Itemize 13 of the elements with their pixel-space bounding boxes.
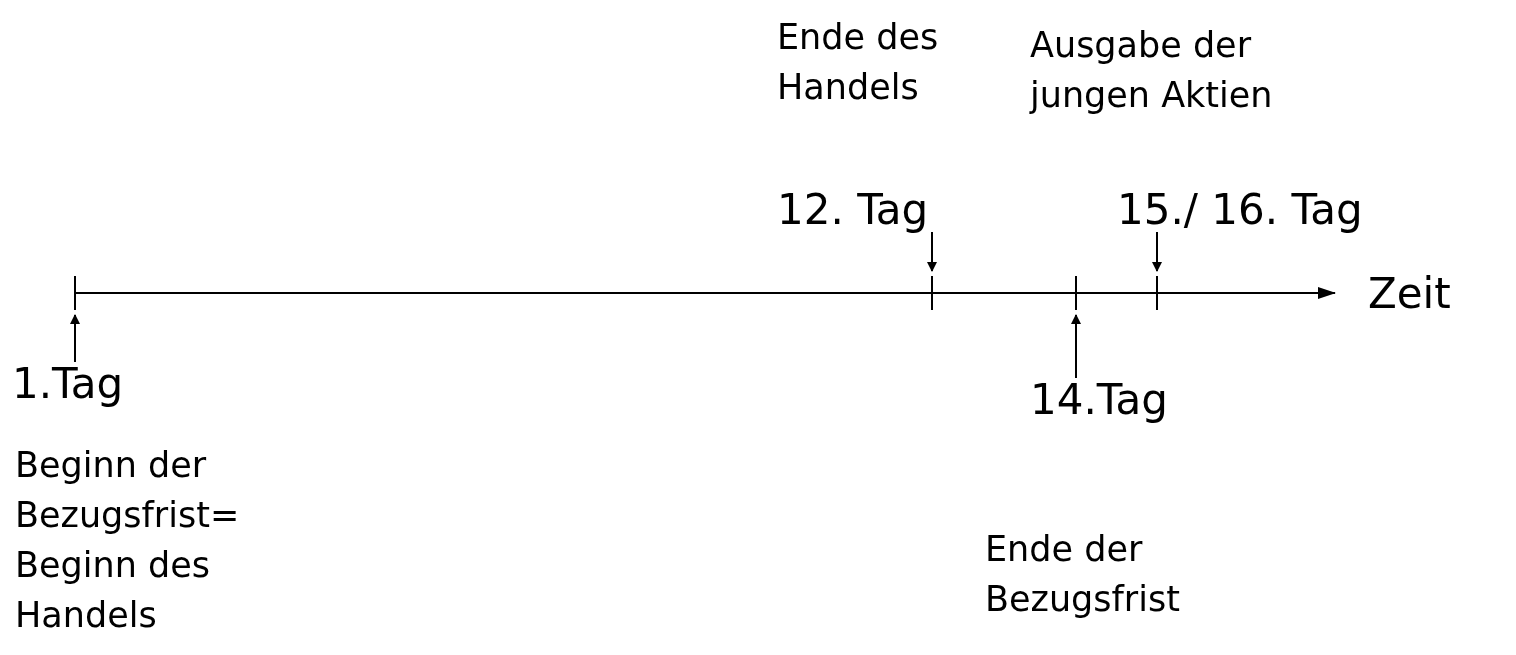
axis-label: Zeit [1368, 272, 1451, 316]
day-label: 15./ 16. Tag [1117, 188, 1363, 232]
leader-arrow [927, 231, 937, 272]
leader-arrow [1152, 231, 1162, 272]
leader-arrow [1071, 314, 1081, 379]
milestone-description: Beginn der Bezugsfrist= Beginn des Handels [15, 444, 241, 637]
milestone-description: Ende der Bezugsfrist [985, 528, 1181, 621]
milestone-description: Ausgabe der jungen Aktien [1030, 24, 1274, 117]
milestone-description: Ende des Handels [777, 16, 940, 109]
day-label: 12. Tag [777, 188, 929, 232]
leader-arrow [70, 314, 80, 363]
day-label: 1.Tag [12, 362, 124, 406]
day-label: 14.Tag [1030, 378, 1168, 422]
